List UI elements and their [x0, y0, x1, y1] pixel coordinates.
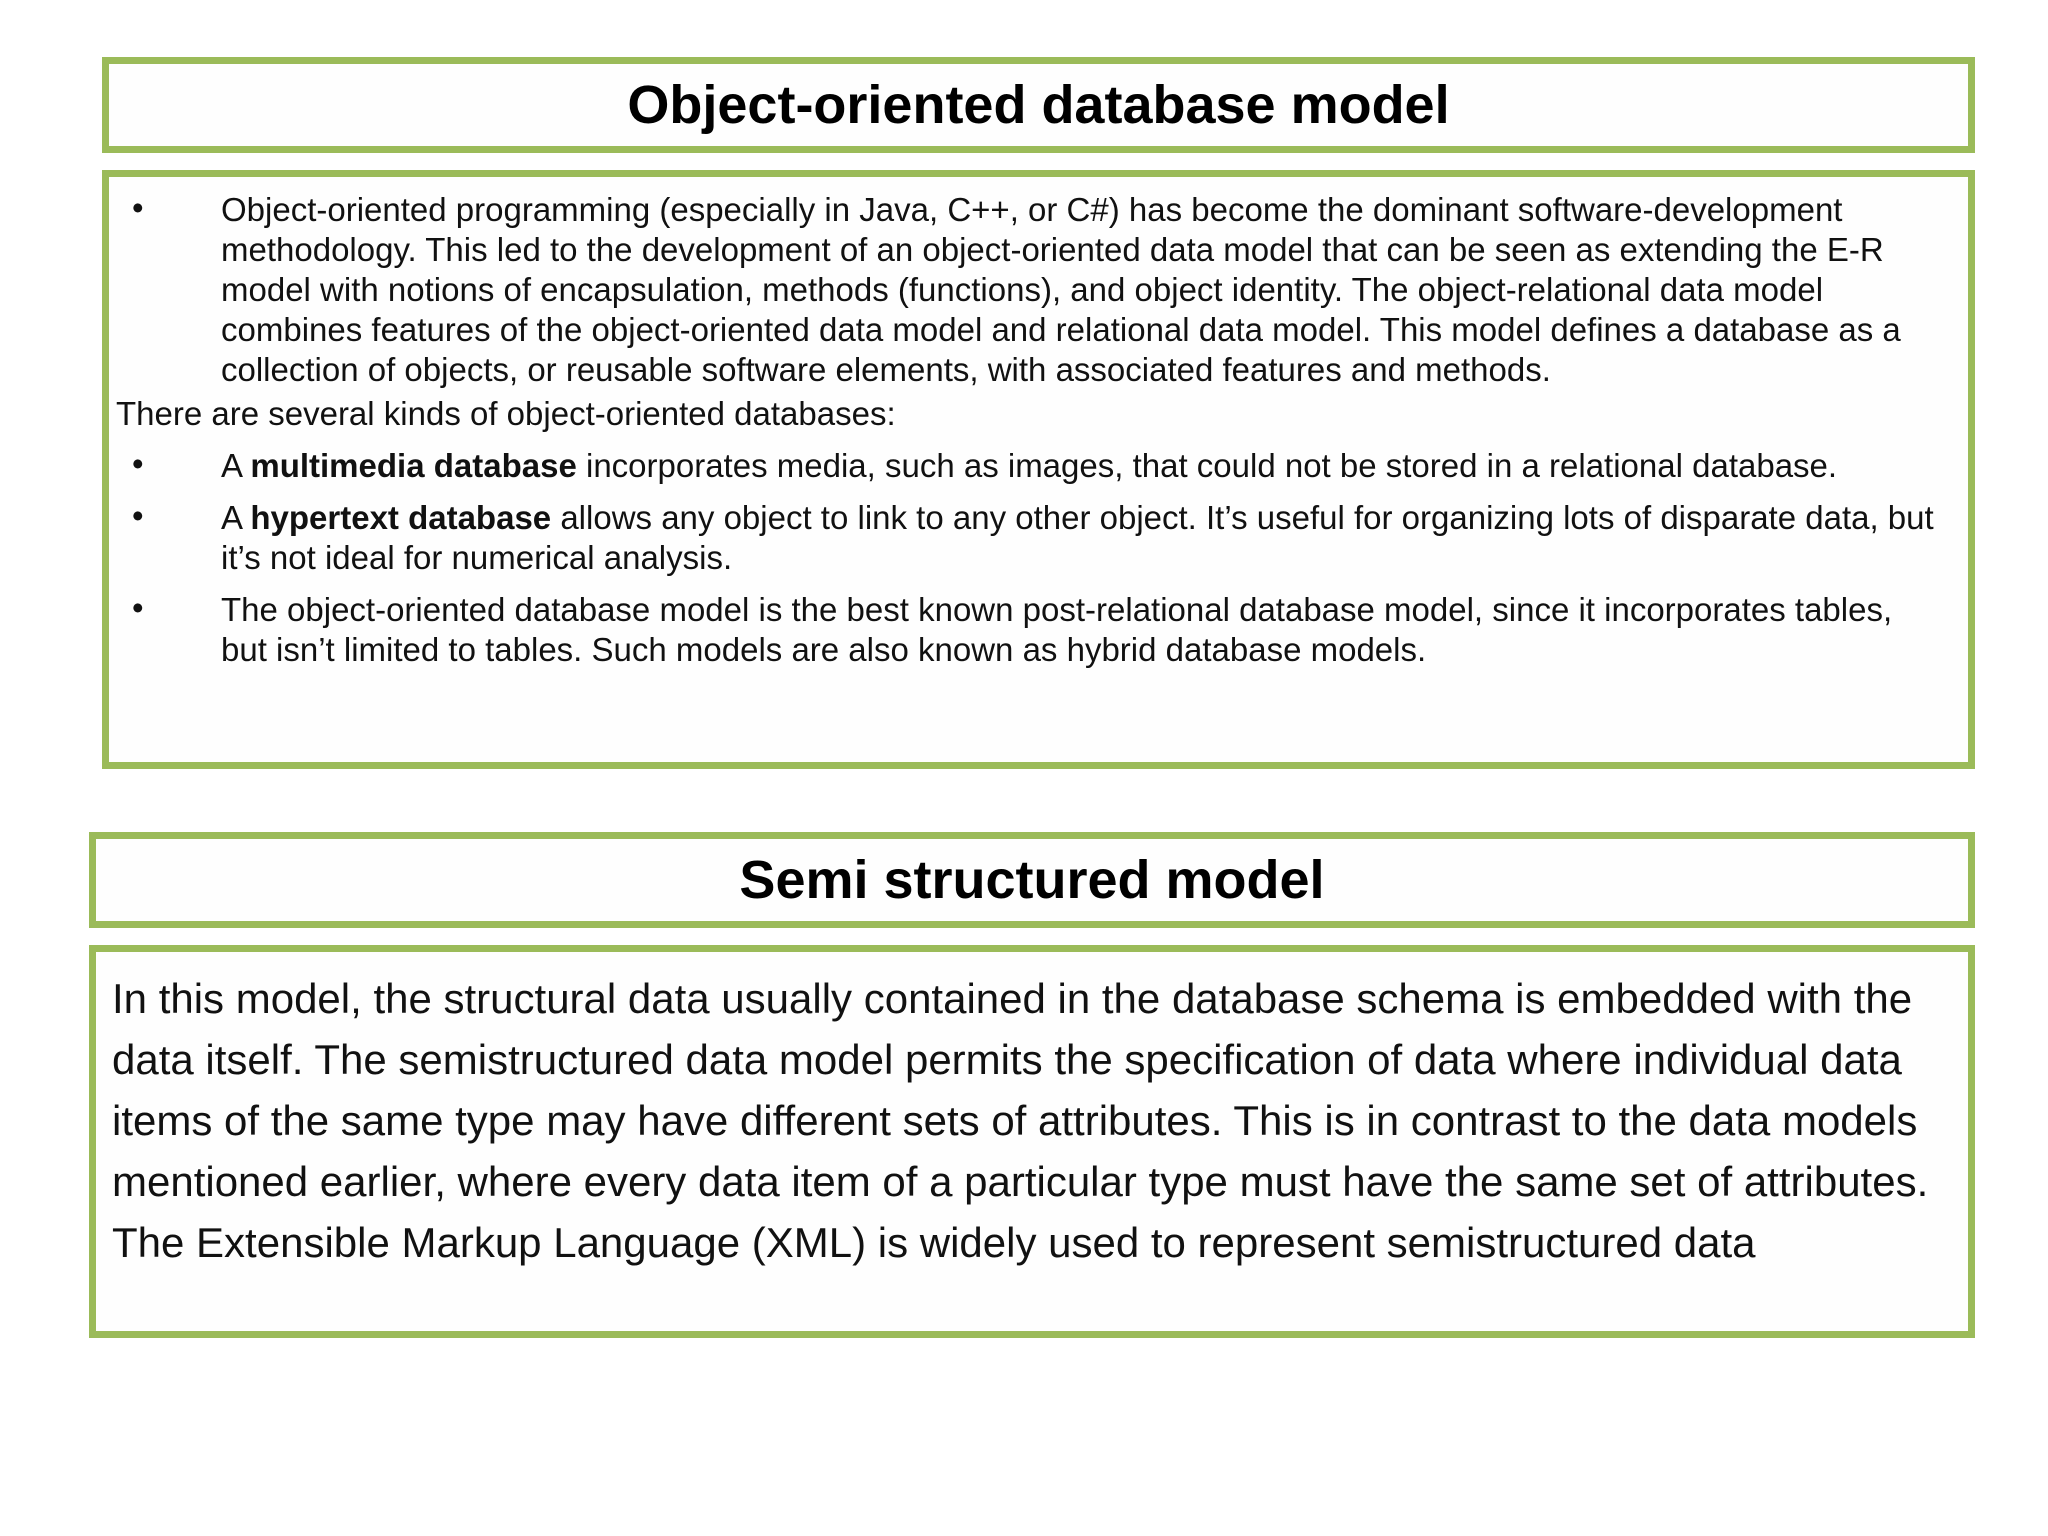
section1-content-box: • Object-oriented programming (especiall… [102, 170, 1975, 769]
bullet-prefix: A [221, 499, 251, 536]
bullet-prefix: A [221, 447, 251, 484]
section1-title: Object-oriented database model [627, 75, 1450, 135]
bullet-text: A hypertext database allows any object t… [221, 498, 1940, 578]
section2-title-box: Semi structured model [89, 832, 1975, 928]
bullet-dot-icon: • [132, 445, 144, 482]
bullet-bold-term: hypertext database [250, 499, 552, 536]
bullet-dot-icon: • [132, 589, 144, 626]
bullet-rest: incorporates media, such as images, that… [576, 447, 1838, 484]
lead-line: There are several kinds of object-orient… [116, 395, 896, 432]
bullet-item-hypertext: • A hypertext database allows any object… [116, 497, 1940, 578]
section2-body-text: In this model, the structural data usual… [112, 975, 1929, 1266]
section2-title: Semi structured model [739, 850, 1325, 910]
section2-content-box: In this model, the structural data usual… [89, 945, 1975, 1338]
intro-bullet-text: Object-oriented programming (especially … [221, 191, 1901, 388]
section1-title-box: Object-oriented database model [102, 57, 1975, 153]
intro-bullet-item: • Object-oriented programming (especiall… [116, 189, 1940, 390]
bullet-text: The object-oriented database model is th… [221, 590, 1940, 670]
bullet-rest: allows any object to link to any other o… [221, 499, 1934, 576]
bullet-dot-icon: • [132, 497, 144, 534]
bullet-item-multimedia: • A multimedia database incorporates med… [116, 445, 1940, 486]
bullet-item-post-relational: • The object-oriented database model is … [116, 589, 1940, 670]
bullet-bold-term: multimedia database [250, 447, 577, 484]
bullet-rest: The object-oriented database model is th… [221, 591, 1893, 668]
bullet-text: A multimedia database incorporates media… [221, 446, 1940, 486]
bullet-dot-icon: • [132, 189, 144, 226]
